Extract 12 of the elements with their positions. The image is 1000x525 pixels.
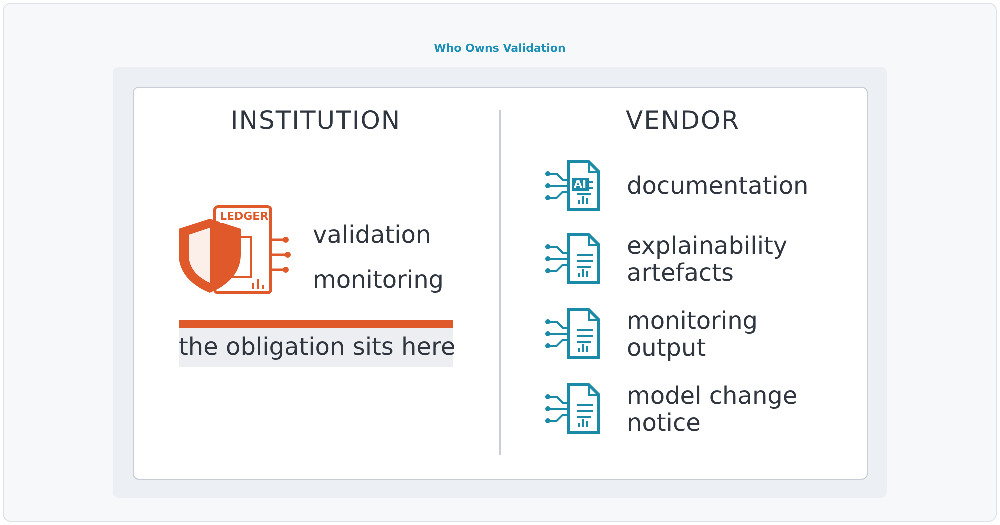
heading: VENDOR bbox=[625, 107, 741, 134]
item-text: explainability artefacts bbox=[627, 233, 789, 287]
highlight-band: the obligation sits here bbox=[179, 320, 453, 367]
item-text: model change notice bbox=[627, 383, 799, 437]
icon-label: LEDGER bbox=[220, 210, 269, 223]
item-text: documentation bbox=[627, 173, 809, 200]
item-text: monitoring output bbox=[627, 308, 760, 362]
item-text: validation bbox=[313, 222, 432, 249]
item-text: monitoring bbox=[313, 267, 444, 294]
heading: INSTITUTION bbox=[230, 107, 402, 134]
title: Who Owns Validation bbox=[433, 42, 567, 55]
icon-label: AI bbox=[572, 178, 589, 191]
